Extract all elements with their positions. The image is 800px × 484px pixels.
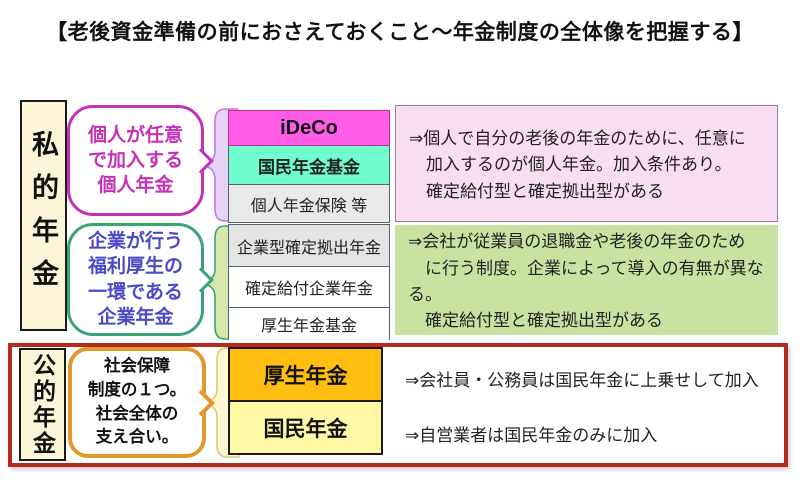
personal-products-stack: iDeCo 国民年金基金 個人年金保険 等	[228, 110, 390, 223]
bubble-line: 支え合い。	[95, 428, 179, 447]
public-pension-label: 公的年金	[19, 348, 66, 461]
bubble-line: 福利厚生の	[87, 256, 183, 278]
product-box-kakutei-kyufu: 確定給付企業年金	[229, 266, 389, 307]
corporate-pension-note: ⇒会社が従業員の退職金や老後の年金のため に行う制度。企業によって導入の有無が異…	[395, 225, 778, 335]
personal-pension-bubble: 個人が任意 で加入する 個人年金	[67, 105, 214, 216]
bubble-line: で加入する	[87, 149, 183, 171]
personal-pension-note: ⇒個人で自分の老後の年金のために、任意に 加入するのが個人年金。加入条件あり。 …	[395, 105, 778, 222]
bubble-line: 制度の１つ。	[87, 380, 187, 399]
note-line: 確定給付型と確定拠出型がある	[408, 311, 663, 331]
product-box-ideco: iDeCo	[228, 110, 390, 146]
bubble-line: 一環である	[88, 281, 183, 303]
note-line: 加入するのが個人年金。加入条件あり。	[409, 155, 732, 175]
public-pension-bubble: 社会保障 制度の１つ。 社会全体の 支え合い。	[68, 347, 215, 458]
note-line: ⇒個人で自分の老後の年金のために、任意に	[409, 128, 746, 148]
bubble-line: 企業年金	[97, 306, 174, 328]
private-pension-label: 私的年金	[20, 100, 67, 331]
box-kokumin-nenkin: 国民年金	[228, 400, 383, 455]
note-line: 確定給付型と確定拠出型がある	[409, 181, 664, 201]
product-box-kigyogata-dc: 企業型確定拠出年金	[229, 225, 389, 266]
corporate-products-stack: 企業型確定拠出年金 確定給付企業年金 厚生年金基金	[228, 224, 390, 340]
bubble-line: 個人が任意	[87, 124, 183, 146]
product-box-kosei-nenkin-kikin: 厚生年金基金	[229, 307, 389, 340]
product-box-kojin-nenkin-hoken: 個人年金保険 等	[229, 184, 389, 222]
box-kosei-nenkin: 厚生年金	[228, 347, 383, 402]
note-line: に行う制度。企業によって導入の有無が異なる。	[408, 258, 764, 304]
corporate-pension-bubble: 企業が行う 福利厚生の 一環である 企業年金	[67, 223, 214, 336]
page-title: 【老後資金準備の前におさえておくこと～年金制度の全体像を把握する】	[46, 21, 754, 44]
product-box-kokumin-nenkin-kikin: 国民年金基金	[229, 145, 389, 184]
bubble-line: 企業が行う	[87, 231, 183, 253]
note-line: ⇒会社が従業員の退職金や老後の年金のため	[408, 232, 746, 252]
bubble-line: 社会保障	[104, 356, 170, 375]
bubble-line: 社会全体の	[95, 404, 179, 423]
bubble-line: 個人年金	[97, 175, 174, 197]
kosei-nenkin-note: ⇒会社員・公務員は国民年金に上乗せして加入	[405, 371, 759, 390]
kokumin-nenkin-note: ⇒自営業者は国民年金のみに加入	[405, 426, 658, 445]
